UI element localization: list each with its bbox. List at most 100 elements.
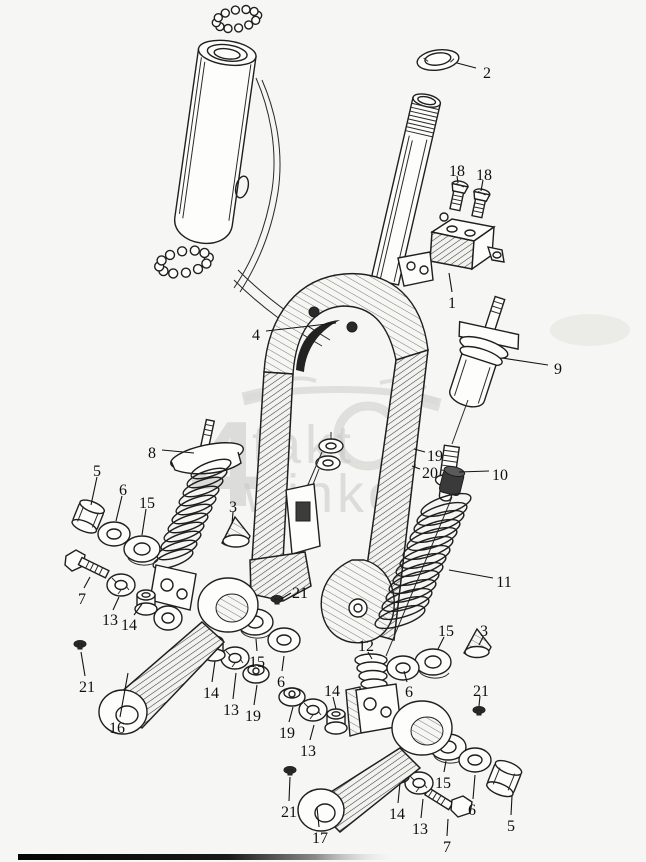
- leader-line-part-16: [119, 672, 129, 718]
- callout-label-part-16: 16: [109, 720, 125, 737]
- bushing-part14: [324, 708, 348, 735]
- leader-line-part-3: [231, 511, 234, 525]
- callout-label-part-15: 15: [139, 495, 155, 512]
- callout-label-part-6: 6: [277, 674, 285, 691]
- callout-label-part-14: 14: [389, 806, 405, 823]
- spring-anchor-part12: [345, 653, 402, 737]
- callout-label-part-21: 21: [79, 679, 95, 696]
- leader-line-part-18: [480, 179, 484, 192]
- leader-line-part-6: [281, 655, 285, 672]
- arm16-eye: [98, 689, 148, 735]
- callout-label-part-19: 19: [279, 725, 295, 742]
- slider-square-hole: [295, 501, 311, 522]
- callout-label-part-19: 19: [245, 708, 261, 725]
- callout-label-part-13: 13: [300, 743, 316, 760]
- leader-line-part-7: [83, 576, 91, 589]
- crown-hole: [346, 321, 358, 333]
- cone-nut-part3-left: [221, 515, 251, 548]
- bearing-ball-ring-bottom: [153, 245, 215, 279]
- head-tube-hole: [234, 175, 250, 199]
- frame-tube-line: [239, 79, 281, 293]
- flange-nut-part19: [278, 687, 306, 707]
- leader-line-part-7: [446, 818, 449, 837]
- leader-line-part-6: [472, 774, 476, 800]
- callout-label-part-15: 15: [435, 775, 451, 792]
- rivet-part21: [283, 766, 297, 776]
- leader-line-part-15: [437, 636, 445, 650]
- callout-label-part-15: 15: [438, 623, 454, 640]
- leader-line-part-4: [265, 322, 337, 332]
- fork-arch-shadow: [296, 320, 340, 372]
- washer-part6: [97, 521, 131, 547]
- callout-label-part-21: 21: [473, 683, 489, 700]
- leader-line-part-15: [443, 760, 447, 773]
- washer-part6: [386, 655, 420, 681]
- leader-line-part-14: [397, 782, 401, 804]
- steerer-thread-lines: [405, 102, 440, 138]
- bearing-ball-ring-top: [211, 4, 263, 34]
- rivet-part21: [73, 640, 87, 650]
- callout-label-part-13: 13: [223, 702, 239, 719]
- leader-line-part-14: [211, 660, 216, 683]
- callout-label-part-10: 10: [492, 467, 508, 484]
- head-tube-cylinder: [174, 39, 257, 245]
- washer-part6: [267, 627, 301, 653]
- leader-line-part-19: [253, 684, 258, 706]
- sleeve-part5-left: [71, 499, 106, 534]
- screw-part18-left: [449, 180, 469, 212]
- callout-label-part-14: 14: [324, 683, 340, 700]
- callout-label-part-9: 9: [554, 361, 562, 378]
- leader-line-part-19: [413, 448, 426, 453]
- callout-label-part-5: 5: [507, 818, 515, 835]
- rivet-part21: [270, 595, 284, 605]
- callout-label-part-3: 3: [229, 499, 237, 516]
- leader-line-part-20: [411, 465, 421, 470]
- steerer-tube: [370, 93, 442, 286]
- leader-line-part-5: [90, 476, 98, 506]
- leader-line-part-21: [80, 651, 86, 677]
- leader-line-part-5: [510, 795, 513, 816]
- callout-label-part-6: 6: [468, 802, 476, 819]
- arm17-eye: [297, 788, 345, 832]
- leader-line-part-10: [458, 470, 490, 473]
- spring8-coil: [152, 458, 232, 570]
- leader-line-part-6: [115, 495, 123, 522]
- link-arm-part16: [98, 577, 259, 735]
- leader-line-part-21: [288, 776, 291, 802]
- callout-label-part-7: 7: [443, 839, 451, 856]
- callout-label-part-6: 6: [405, 684, 413, 701]
- stop-block-tab: [486, 246, 505, 263]
- leader-line-part-13: [232, 672, 237, 700]
- spring-part8: [149, 418, 244, 611]
- callout-label-part-15: 15: [249, 654, 265, 671]
- callout-label-part-6: 6: [119, 482, 127, 499]
- callout-label-part-17: 17: [312, 830, 328, 847]
- leader-line-part-2: [456, 62, 477, 69]
- leader-line-part-14: [133, 603, 143, 616]
- callout-label-part-19: 19: [427, 448, 443, 465]
- flanged-bushing-part15: [414, 648, 452, 679]
- stop-block-part1: [429, 212, 505, 271]
- callout-label-part-18: 18: [476, 167, 492, 184]
- callout-label-part-3: 3: [480, 623, 488, 640]
- rivet-part21: [472, 706, 486, 716]
- leader-line-part-13: [420, 798, 424, 819]
- leader-line-part-13: [309, 724, 315, 741]
- cone-nut-part3-right: [463, 627, 492, 659]
- spring-part11: [374, 465, 472, 657]
- callout-label-part-14: 14: [121, 617, 137, 634]
- scan-edge-bar: [18, 854, 400, 860]
- washer-part13: [106, 573, 136, 597]
- callout-label-part-12: 12: [358, 638, 374, 655]
- buffer-part9: [449, 295, 520, 408]
- bolt-part7-bottom: [423, 787, 473, 818]
- leader-line-part-6: [403, 670, 408, 683]
- leader-line-part-12: [367, 651, 373, 660]
- bolt-part7-left: [64, 549, 110, 579]
- leader-line-part-3: [478, 636, 484, 646]
- leader-line-part-1: [448, 272, 453, 293]
- frame-tube-line: [233, 77, 275, 289]
- watermark-smudge: [550, 314, 630, 346]
